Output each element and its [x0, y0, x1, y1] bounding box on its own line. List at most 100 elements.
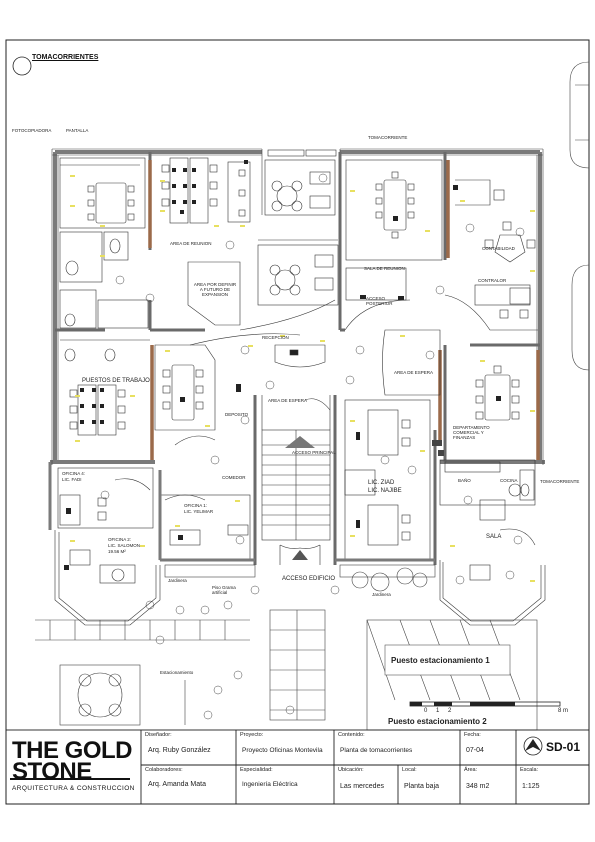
specialty-value: Ingeniería Eléctrica [242, 781, 298, 788]
label-oficina1-name: LIC. YELIMAR [184, 509, 214, 514]
chairs [87, 185, 135, 221]
date-value: 07-04 [466, 747, 484, 754]
specialty-key: Especialidad: [240, 767, 273, 773]
comptroller-office [444, 284, 538, 331]
label-deposito: DEPOSITO [225, 412, 249, 417]
label-contralor: CONTRALOR [478, 278, 507, 283]
label-cocina: COCINA [500, 478, 518, 483]
label-puesto-estacionamiento-2: Puesto estacionamiento 2 [388, 717, 487, 726]
entrance-arrow-icon [285, 436, 315, 448]
label-sala: SALA [486, 534, 502, 540]
location-value: Las mercedes [340, 783, 384, 790]
label-oficina2: OFICINA 2: [108, 537, 132, 542]
waiting-area-couch [344, 299, 441, 396]
local-value: Planta baja [404, 783, 440, 790]
parking-right [366, 619, 538, 731]
local-key: Local: [402, 767, 417, 773]
meeting-room [345, 159, 443, 301]
label-sala-reunion: SALA DE REUNION [364, 266, 405, 271]
label-oficina2-name: LIC. SALOMON [108, 543, 141, 548]
north-arrow-icon [523, 736, 543, 756]
area-value: 348 m2 [466, 783, 490, 790]
label-area-reunion: AREA DE REUNION [170, 241, 212, 246]
label-departamento-comercial: DEPARTAMENTO COMERCIAL Y FINANZAS [453, 425, 490, 440]
logo-line1: THE GOLD [12, 737, 133, 764]
label-pantalla: PANTALLA [66, 128, 89, 133]
label-jardinera-2: Jardinera [372, 592, 391, 597]
area-key: Área: [464, 767, 478, 773]
lounge-bay [439, 528, 546, 626]
project-value: Proyecto Oficinas Montevila [242, 747, 323, 754]
location-key: Ubicación: [338, 767, 364, 773]
toilet-icon [65, 260, 79, 276]
label-lic-ziad: LIC. ZIAD [368, 480, 395, 486]
scale-tick-1: 1 [436, 708, 440, 714]
conference-table [95, 182, 127, 224]
workstations-top [161, 157, 251, 224]
office-2-bay [54, 530, 161, 626]
label-contabilidad: CONTABILIDAD [482, 246, 515, 251]
label-acceso-edificio: ACCESO EDIFICIO [282, 576, 336, 582]
sheet-number: SD-01 [546, 740, 581, 754]
label-area-por-definir: AREA POR DEFINIR A FUTURO DE EXPANSION [193, 282, 237, 297]
scale-value: 1:125 [522, 783, 540, 790]
expansion-area [187, 261, 241, 326]
scale-key: Escala: [520, 767, 539, 773]
building-entrance-arrow-icon [292, 550, 308, 560]
label-acceso-posterior: ACCESO POSTERIOR [366, 296, 393, 306]
exterior-walls [50, 150, 545, 464]
label-piso-grama: Piso Grama artificial [212, 585, 236, 595]
waiting-room [154, 344, 216, 446]
kitchen-bath [439, 459, 536, 521]
commercial-office [475, 365, 520, 421]
label-acceso-principal: ACCESO PRINCIPAL [292, 450, 336, 455]
workstations-left [69, 384, 126, 436]
decor-symbols [100, 173, 525, 720]
label-tomacorriente-2: TOMACORRIENTE [540, 479, 580, 484]
outlet-markers [70, 175, 535, 582]
label-tomacorriente-1: TOMACORRIENTE [368, 135, 408, 140]
date-key: Fecha: [464, 732, 481, 738]
label-oficina4-name: LIC. FADI [62, 477, 82, 482]
parking-left [35, 609, 326, 726]
reception-desk [189, 299, 336, 368]
director-office [344, 399, 431, 561]
content-value: Planta de tomacorrientes [340, 747, 413, 754]
designer-key: Diseñador: [145, 732, 172, 738]
staircase [261, 395, 331, 541]
label-area-espera: AREA DE ESPERA [394, 370, 434, 375]
label-estacionamiento: Estacionamiento [160, 670, 194, 675]
scale-tick-2: 2 [448, 708, 452, 714]
scale-tick-8: 8 m [558, 708, 569, 714]
label-oficina1: OFICINA 1: [184, 503, 208, 508]
toilet-icon [109, 238, 121, 254]
planters [164, 564, 436, 592]
label-recepcion: RECEPCION [262, 335, 289, 340]
designer-value: Arq. Ruby González [148, 747, 211, 754]
parked-car-icon [569, 61, 590, 371]
label-oficina4: OFICINA 4: [62, 471, 86, 476]
plan-title-circle [12, 56, 32, 76]
logo-tagline: ARQUITECTURA & CONSTRUCCION [12, 785, 135, 792]
collaborators-key: Colaboradores: [145, 767, 183, 773]
scale-bar [409, 701, 561, 707]
logo-line2: STONE [12, 758, 92, 785]
label-puesto-estacionamiento-1: Puesto estacionamiento 1 [391, 656, 490, 665]
collaborators-value: Arq. Amanda Mata [148, 781, 206, 788]
label-area-espera-2: AREA DE ESPERA [268, 398, 308, 403]
lounge-furniture [257, 149, 339, 306]
label-oficina2-area: 19.56 M² [108, 549, 126, 554]
label-fotocopiadora: FOTOCOPIADORA [12, 128, 52, 133]
project-key: Proyecto: [240, 732, 264, 738]
monitor-icons [172, 160, 248, 214]
office-4 [57, 467, 154, 529]
title-block-frame [5, 729, 590, 805]
accounting-office [455, 179, 536, 263]
scale-tick-0: 0 [424, 708, 428, 714]
plan-title: TOMACORRIENTES [32, 54, 99, 61]
label-comedor: COMEDOR [222, 475, 246, 480]
label-lic-najibe: LIC. NAJIBE [368, 488, 402, 494]
content-key: Contenido: [338, 732, 365, 738]
